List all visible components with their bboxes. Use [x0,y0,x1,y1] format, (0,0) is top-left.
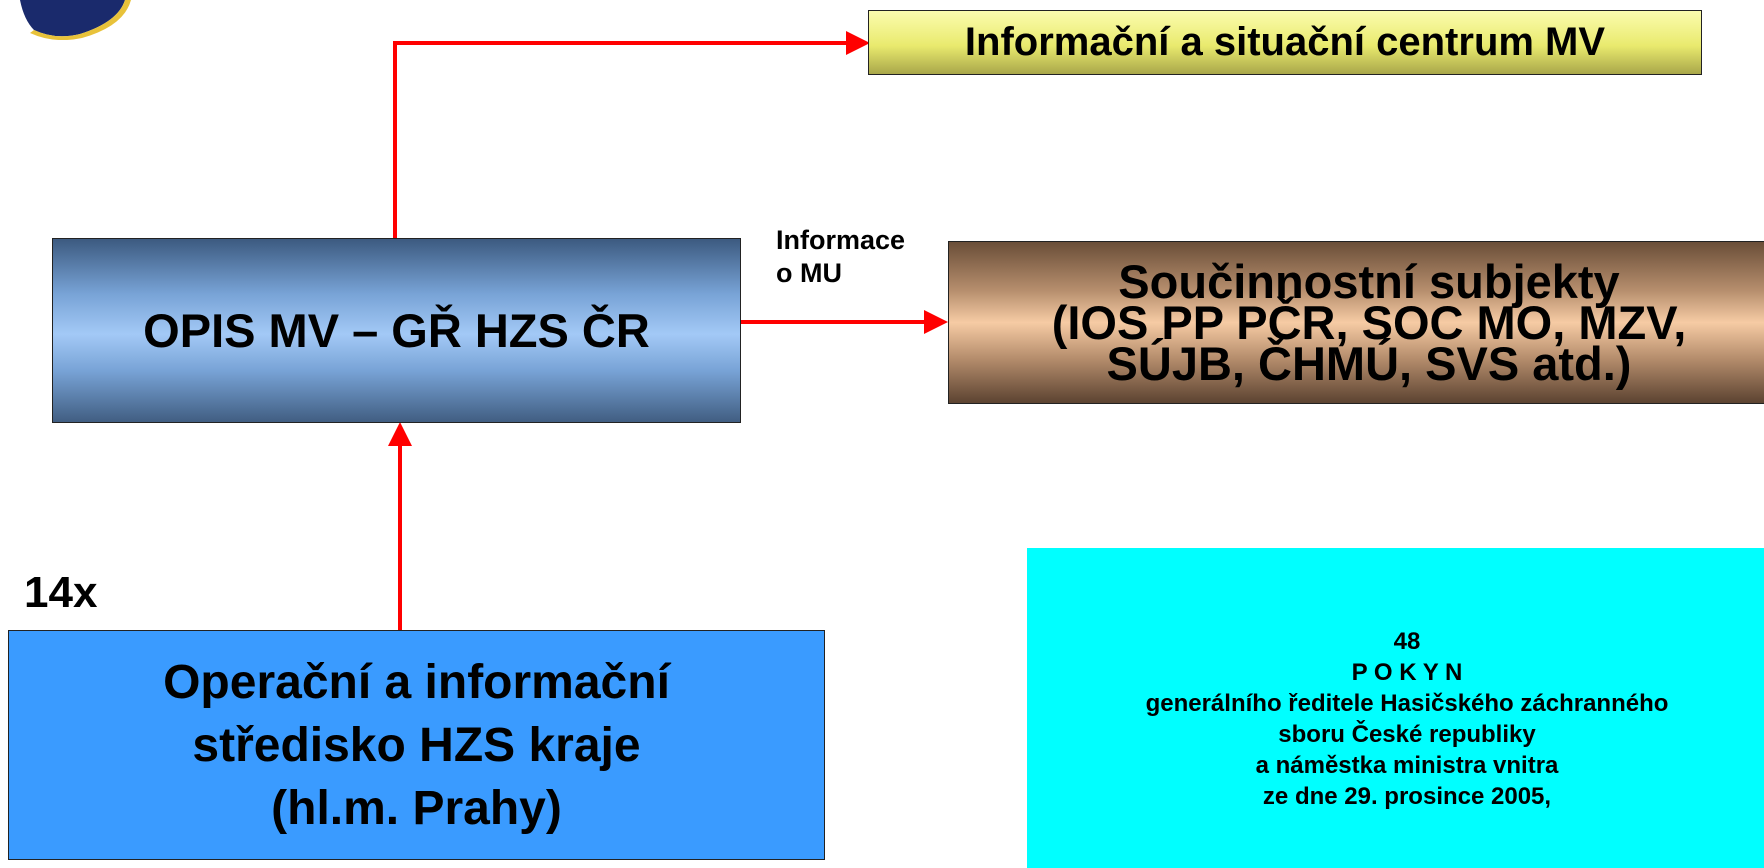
pokyn-line: sboru České republiky [1278,721,1536,748]
soucinnost-box: Součinnostní subjekty (IOS PP PČR, SOC M… [948,241,1764,404]
connector-arrows [388,31,948,630]
isc-box: Informační a situační centrum MV [868,10,1702,75]
edge-label-informace: Informace o MU [776,224,905,290]
ois-box: Operační a informační středisko HZS kraj… [8,630,825,860]
pokyn-textbox: 48 P O K Y N generálního ředitele Hasičs… [1027,548,1764,868]
edge-label-line: o MU [776,258,842,288]
opis-box: OPIS MV – GŘ HZS ČR [52,238,741,423]
shield-logo-icon [20,0,131,40]
pokyn-number: 48 [1393,628,1421,655]
isc-box-label: Informační a situační centrum MV [964,20,1606,64]
count-label: 14x [24,568,98,617]
ois-line: středisko HZS kraje [192,719,641,772]
soucinnost-line: (IOS PP PČR, SOC MO, MZV, [1051,296,1687,349]
arrow-opis-to-isc [393,31,870,238]
opis-box-label: OPIS MV – GŘ HZS ČR [143,304,650,357]
ois-line: Operační a informační [163,656,670,709]
pokyn-line: a náměstka ministra vnitra [1255,752,1559,779]
pokyn-title: P O K Y N [1351,659,1463,686]
soucinnost-line: SÚJB, ČHMÚ, SVS atd.) [1106,337,1632,390]
edge-label-line: Informace [776,225,906,255]
pokyn-line: generálního ředitele Hasičského záchrann… [1145,690,1669,717]
soucinnost-line: Součinnostní subjekty [1118,255,1620,308]
ois-line: (hl.m. Prahy) [271,782,562,835]
pokyn-line: ze dne 29. prosince 2005, [1262,783,1552,810]
